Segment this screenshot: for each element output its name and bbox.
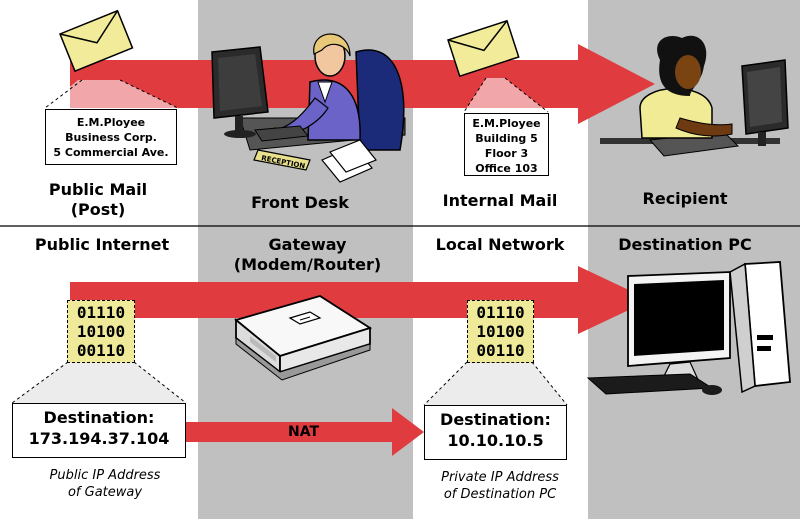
public-binary-callout xyxy=(11,361,187,404)
private-binary-packet: 01110 10100 00110 xyxy=(467,300,534,363)
binary-row: 00110 xyxy=(76,341,126,360)
desktop-pc-icon xyxy=(586,261,791,395)
computer-monitor-icon xyxy=(627,271,731,385)
destination-title: Destination: xyxy=(440,410,551,429)
public-internet-label: Public Internet xyxy=(34,235,170,254)
binary-row: 01110 xyxy=(76,303,126,322)
destination-title: Destination: xyxy=(43,408,155,427)
private-ip-address: 10.10.10.5 xyxy=(447,431,544,450)
caption-line: of Gateway xyxy=(67,485,143,500)
front-desk-label: Front Desk xyxy=(251,193,349,212)
internal-address-card: E.M.Ployee Building 5 Floor 3 Office 103 xyxy=(464,113,549,176)
public-envelope-callout xyxy=(44,79,179,109)
address-line: Building 5 xyxy=(475,132,538,145)
binary-row: 10100 xyxy=(76,322,126,341)
public-address-card: E.M.Ployee Business Corp. 5 Commercial A… xyxy=(45,109,177,165)
public-ip-address: 173.194.37.104 xyxy=(28,429,170,448)
address-line: 5 Commercial Ave. xyxy=(53,146,169,159)
caption-line: Private IP Address xyxy=(441,470,559,485)
destination-pc-label: Destination PC xyxy=(618,235,752,254)
address-line: Office 103 xyxy=(475,162,538,175)
recipient-label: Recipient xyxy=(642,189,728,208)
address-line: E.M.Ployee xyxy=(472,117,541,130)
address-line: E.M.Ployee xyxy=(76,116,146,129)
public-mail-label: Public Mail (Post) xyxy=(30,180,166,220)
binary-row: 00110 xyxy=(476,341,525,360)
gateway-label: Gateway (Modem/Router) xyxy=(220,235,395,275)
modem-router-icon xyxy=(234,295,373,381)
address-line: Business Corp. xyxy=(65,131,157,144)
nat-arrow xyxy=(186,408,424,456)
public-mail-label-line1: Public Mail xyxy=(48,180,148,199)
envelope-icon xyxy=(59,9,134,73)
public-binary-packet: 01110 10100 00110 xyxy=(67,300,135,363)
address-line: Floor 3 xyxy=(484,147,529,160)
nat-label: NAT xyxy=(288,424,320,440)
binary-row: 10100 xyxy=(476,322,525,341)
gateway-label-line1: Gateway xyxy=(268,235,347,254)
receptionist-icon: RECEPTION xyxy=(211,33,406,183)
private-destination-card: Destination: 10.10.10.5 xyxy=(424,405,567,460)
recipient-icon xyxy=(600,35,789,157)
gateway-label-line2: (Modem/Router) xyxy=(233,255,382,274)
internal-mail-label: Internal Mail xyxy=(442,191,558,210)
envelope-icon xyxy=(447,19,520,78)
binary-row: 01110 xyxy=(476,303,525,322)
public-mail-label-line2: (Post) xyxy=(70,200,126,219)
local-network-label: Local Network xyxy=(435,235,565,254)
private-ip-caption: Private IP Address of Destination PC xyxy=(415,469,585,503)
public-ip-caption: Public IP Address of Gateway xyxy=(20,467,190,501)
public-destination-card: Destination: 173.194.37.104 xyxy=(12,403,186,458)
private-binary-callout xyxy=(423,361,568,406)
internal-envelope-callout xyxy=(463,77,549,113)
caption-line: of Destination PC xyxy=(443,487,557,502)
caption-line: Public IP Address xyxy=(49,468,161,483)
